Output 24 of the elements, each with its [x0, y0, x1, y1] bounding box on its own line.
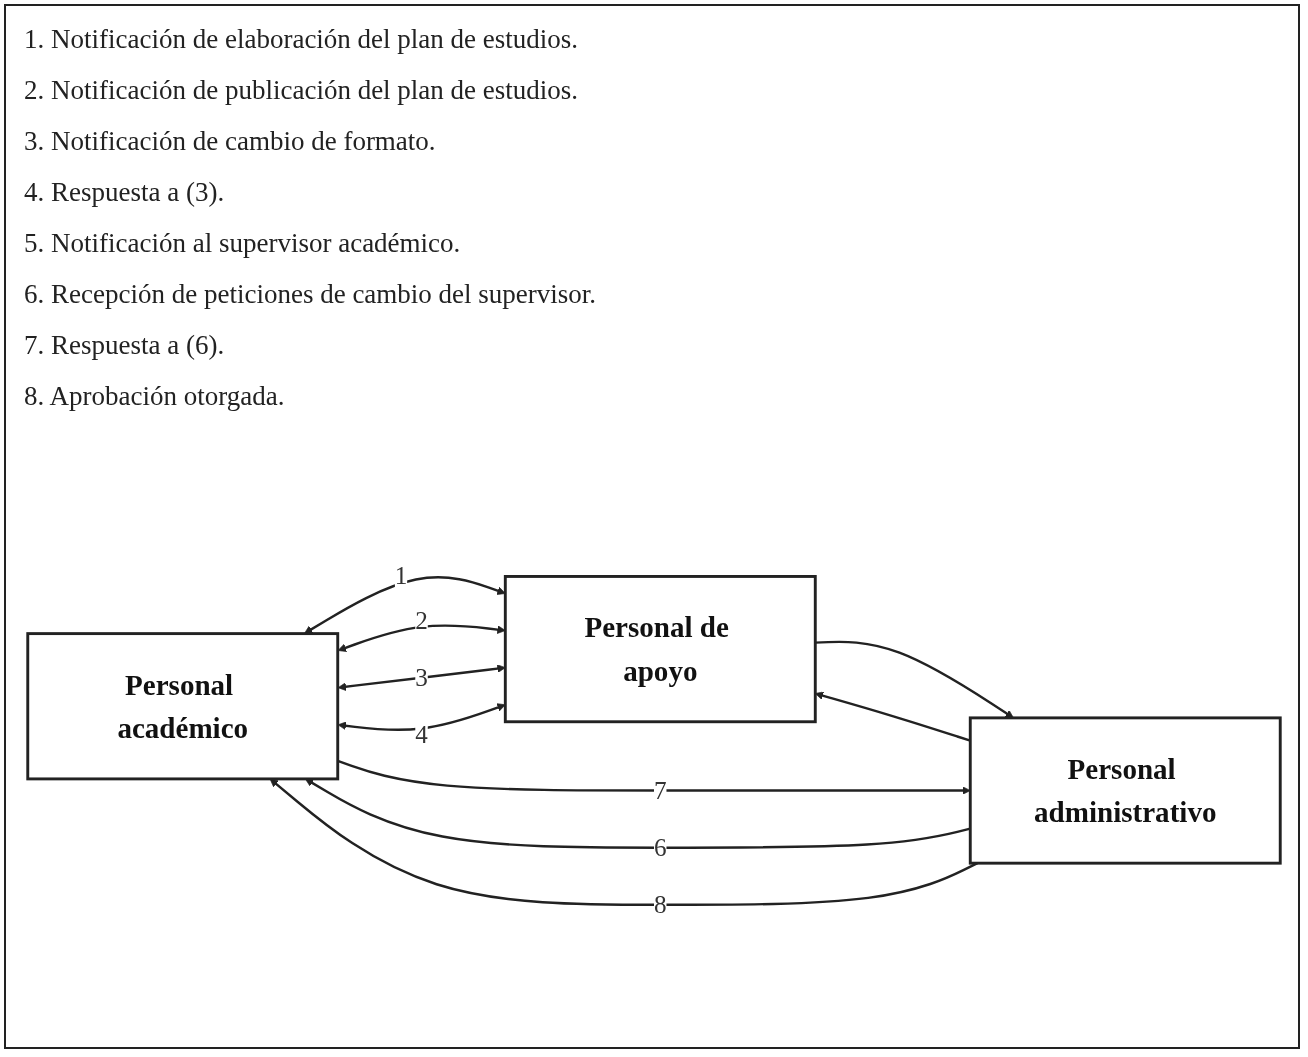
legend-note: 7. Respuesta a (6). — [24, 329, 226, 362]
legend-note: 6. Recepción de peticiones de cambio del supervisor. — [24, 278, 597, 311]
legend-note: 5. Notificación al supervisor académico. — [24, 227, 462, 260]
arrow — [337, 664, 506, 691]
arrow — [337, 759, 971, 795]
legend-note: 3. Notificación de cambio de formato. — [24, 125, 437, 158]
legend-note: 8. Aprobación otorgada. — [24, 380, 286, 413]
legend-note: 2. Notificación de publicación del plan de estudios. — [24, 74, 580, 107]
edge-label: 3 — [415, 663, 428, 692]
edge-label: 4 — [415, 720, 428, 749]
edge-label: 7 — [654, 776, 667, 805]
legend-note: 1. Notificación de elaboración del plan de estudios. — [24, 23, 580, 56]
edge-label: 6 — [654, 833, 667, 862]
node-box: Personal de apoyo — [503, 574, 817, 723]
legend-note: 4. Respuesta a (3). — [24, 176, 226, 209]
arrow — [305, 778, 971, 849]
arrow — [337, 624, 506, 652]
arrow — [304, 575, 506, 634]
node-box: Personal académico — [26, 631, 340, 781]
edge-label: 1 — [394, 561, 408, 590]
node-box: Personal administrativo — [968, 716, 1282, 865]
edge-label: 2 — [415, 606, 428, 635]
edge-label: 8 — [654, 890, 667, 919]
arrow — [337, 703, 506, 731]
